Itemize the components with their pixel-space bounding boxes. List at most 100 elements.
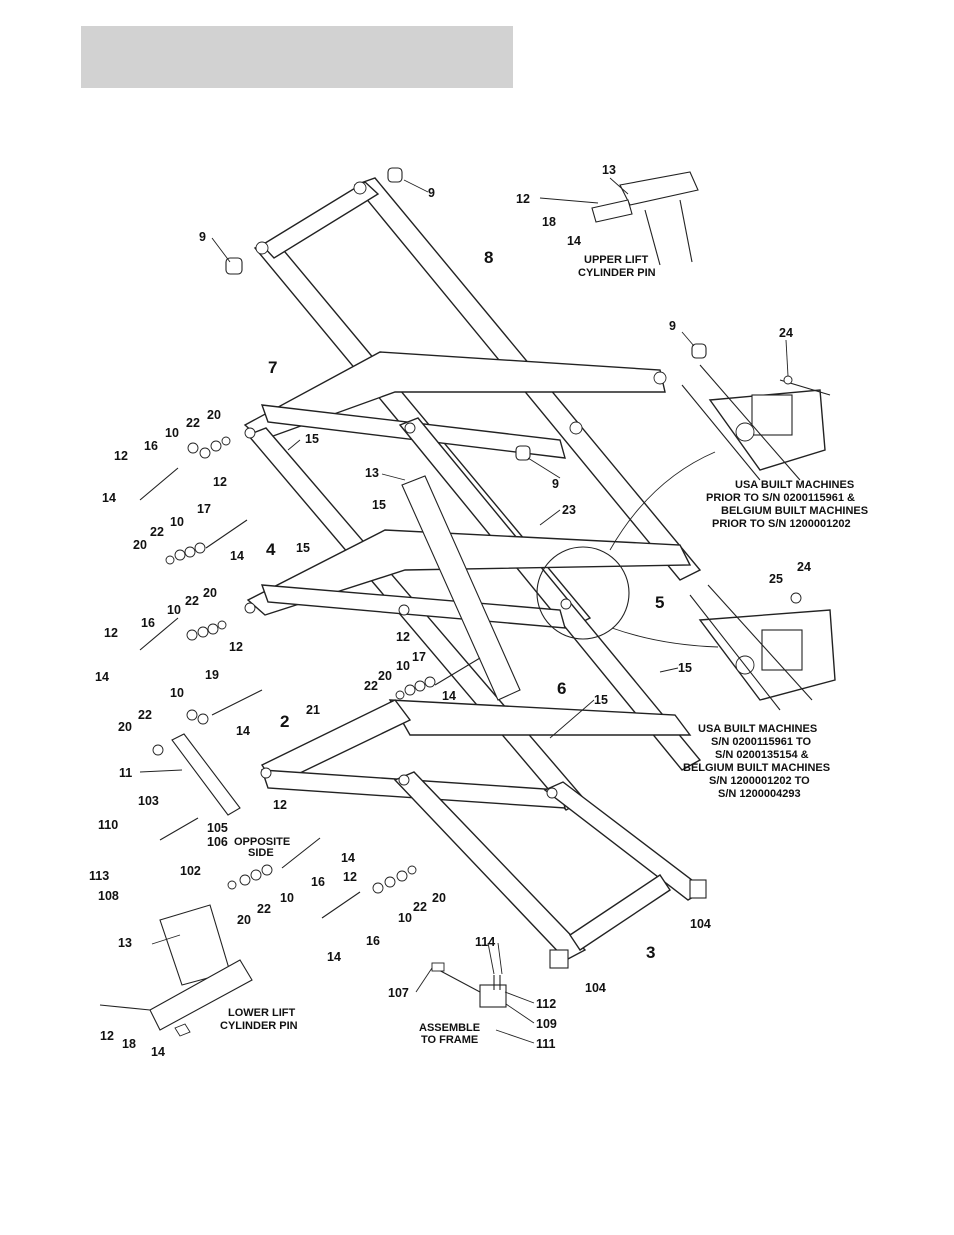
callout-15-a: 15 (305, 432, 319, 446)
callout-10: 10 (170, 515, 184, 529)
callout-12: 12 (396, 630, 410, 644)
callout-112: 112 (536, 997, 556, 1011)
pin-stacks (139, 436, 481, 919)
callout-20: 20 (118, 720, 132, 734)
upper-pin-label-2: CYLINDER PIN (578, 267, 656, 279)
callout-111: 111 (536, 1037, 556, 1051)
pivot-boss (255, 241, 269, 255)
callout-10: 10 (396, 659, 410, 673)
lower-pin-label-1: LOWER LIFT (228, 1007, 295, 1019)
callout-109: 109 (536, 1017, 557, 1031)
arm-3-right-tube (543, 781, 707, 901)
note-range-5: S/N 1200001202 TO (709, 775, 810, 787)
callout-103: 103 (138, 794, 159, 808)
callout-114: 114 (475, 935, 495, 949)
pivot-boss (260, 767, 272, 779)
callout-17: 17 (412, 650, 426, 664)
note-range-2: S/N 0200115961 TO (711, 736, 812, 748)
arm-4-crossbar (246, 529, 692, 616)
callout-18-lower: 18 (122, 1037, 136, 1051)
scissor-arm-structure (225, 167, 719, 969)
end-block-104-2 (689, 879, 707, 899)
end-block-104 (549, 949, 569, 969)
callout-14: 14 (102, 491, 116, 505)
note-range-6: S/N 1200004293 (718, 788, 801, 800)
callout-105: 105 (207, 821, 228, 835)
callout-20: 20 (133, 538, 147, 552)
nut-14 (174, 1023, 191, 1037)
detail-circle (536, 546, 630, 640)
callout-20: 20 (432, 891, 446, 905)
leader-lines (139, 177, 789, 1044)
detail-view-prior (681, 364, 831, 481)
lower-lift-cylinder-pin-detail (99, 904, 253, 1037)
callout-6: 6 (557, 679, 566, 698)
note-prior-4: PRIOR TO S/N 1200001202 (712, 518, 851, 530)
pivot-boss (353, 181, 367, 195)
arm-7-diagonal-2 (398, 417, 702, 771)
note-prior-1: USA BUILT MACHINES (735, 479, 854, 491)
callout-104-bottom: 104 (585, 981, 606, 995)
callout-13-upper: 13 (602, 163, 616, 177)
callout-22: 22 (150, 525, 164, 539)
pivot-boss (244, 427, 256, 439)
callout-20: 20 (207, 408, 221, 422)
callout-14: 14 (327, 950, 341, 964)
callout-14-upper: 14 (567, 234, 581, 248)
pivot-boss (653, 371, 667, 385)
pivot-boss (398, 604, 410, 616)
bushing-9 (691, 343, 707, 359)
note-prior-2: PRIOR TO S/N 0200115961 & (706, 492, 855, 504)
callout-20: 20 (237, 913, 251, 927)
lower-pin-label-2: CYLINDER PIN (220, 1020, 298, 1032)
callout-12: 12 (273, 798, 287, 812)
callout-110: 110 (98, 818, 118, 832)
callout-24-a: 24 (779, 326, 793, 340)
callout-22: 22 (185, 594, 199, 608)
callout-10: 10 (167, 603, 181, 617)
opposite-side-1: OPPOSITE (234, 836, 290, 848)
detail-arrow-upper (609, 451, 716, 551)
callout-12: 12 (213, 475, 227, 489)
pivot-boss (560, 598, 572, 610)
callout-10: 10 (398, 911, 412, 925)
callout-2: 2 (280, 712, 289, 731)
callout-16: 16 (311, 875, 325, 889)
callout-21: 21 (306, 703, 320, 717)
cylinder-rod-13 (619, 171, 699, 206)
pivot-boss (569, 421, 583, 435)
assemble-label-1: ASSEMBLE (419, 1022, 480, 1034)
callout-14-lower: 14 (151, 1045, 165, 1059)
callout-9-right: 9 (669, 319, 676, 333)
pivot-boss (398, 774, 410, 786)
callout-15-d: 15 (678, 661, 692, 675)
upper-lift-cylinder-pin-detail (539, 171, 699, 266)
note-prior-3: BELGIUM BUILT MACHINES (721, 505, 868, 517)
callout-102: 102 (180, 864, 201, 878)
callout-10: 10 (280, 891, 294, 905)
callout-5: 5 (655, 593, 664, 612)
callout-25: 25 (769, 572, 783, 586)
callout-3: 3 (646, 943, 655, 962)
callout-22: 22 (186, 416, 200, 430)
callout-16: 16 (141, 616, 155, 630)
callout-23: 23 (562, 503, 576, 517)
callout-16: 16 (144, 439, 158, 453)
callout-113: 113 (89, 869, 109, 883)
callout-24-b: 24 (797, 560, 811, 574)
callout-20: 20 (203, 586, 217, 600)
callout-14: 14 (95, 670, 109, 684)
callout-4: 4 (266, 540, 276, 559)
arm-3-crossbar (569, 874, 671, 951)
note-range-1: USA BUILT MACHINES (698, 723, 817, 735)
callout-10: 10 (165, 426, 179, 440)
callout-7: 7 (268, 358, 277, 377)
callout-12-lower: 12 (100, 1029, 114, 1043)
pivot-boss (404, 422, 416, 434)
callout-13-lower: 13 (118, 936, 132, 950)
callout-16: 16 (366, 934, 380, 948)
callout-12: 12 (104, 626, 118, 640)
callout-12-upper: 12 (516, 192, 530, 206)
detail-arrow-lower (611, 627, 719, 648)
